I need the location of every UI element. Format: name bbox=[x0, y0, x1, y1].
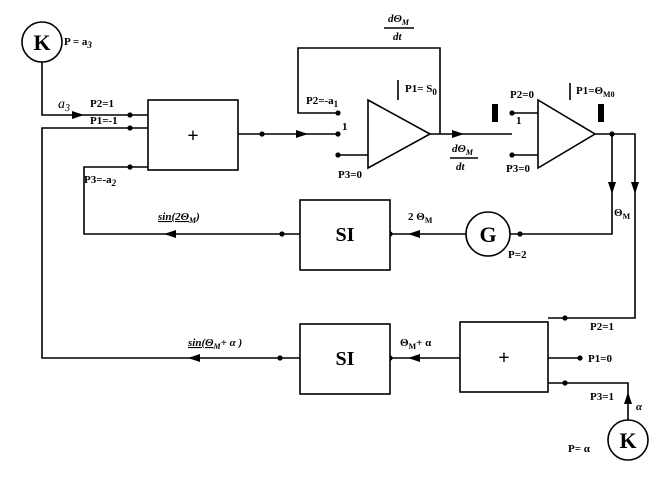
junction-dot bbox=[509, 152, 515, 158]
junction-dot bbox=[279, 231, 285, 237]
arrow-integ1-out bbox=[452, 130, 464, 138]
wire-integ1-feedback bbox=[297, 47, 441, 134]
g-symbol: G bbox=[479, 222, 496, 247]
sin2theta-label: sin(2ΘM) bbox=[157, 211, 200, 225]
sum1-p3-label: P3=-a2 bbox=[84, 174, 117, 188]
arrow-sum1-out bbox=[296, 130, 308, 138]
junction-dot bbox=[127, 164, 133, 170]
integ1-p2-label: P2=-a1 bbox=[306, 95, 339, 109]
g-block bbox=[465, 211, 511, 257]
junction-dot bbox=[127, 125, 133, 131]
junction-dot bbox=[609, 131, 615, 137]
si2-block bbox=[299, 323, 391, 395]
junction-dot bbox=[335, 131, 341, 137]
arrow-sin-theta-alpha bbox=[188, 354, 200, 362]
k-bottom-symbol: K bbox=[619, 428, 636, 453]
si1-block bbox=[299, 199, 391, 271]
integ2-pin-label: 1 bbox=[516, 115, 522, 127]
arrow-sum2-to-si2 bbox=[408, 354, 420, 362]
junction-dot bbox=[277, 355, 283, 361]
integ2-p3-label: P3=0 bbox=[506, 163, 530, 175]
k-bottom-block bbox=[607, 419, 649, 461]
wire-theta-to-g bbox=[510, 134, 613, 235]
two-theta-label: 2 ΘM bbox=[408, 211, 433, 225]
arrowheads bbox=[72, 111, 639, 404]
dtheta-fb-denominator: dt bbox=[393, 31, 403, 43]
ic-marker-1 bbox=[492, 104, 498, 122]
junction-dot bbox=[577, 355, 583, 361]
wire-integ2-output bbox=[548, 133, 636, 319]
sum1-block bbox=[147, 99, 239, 171]
ic-marker-2 bbox=[598, 104, 604, 122]
k-bottom-param: P= α bbox=[568, 443, 591, 455]
theta-alpha-label: ΘM+ α bbox=[400, 337, 432, 351]
wire-sin2theta-feedback bbox=[83, 166, 300, 235]
dtheta-mid-numerator: dΘM bbox=[452, 143, 474, 157]
junction-dot bbox=[335, 152, 341, 158]
integ1-p3-label: P3=0 bbox=[338, 169, 362, 181]
junction-dots bbox=[127, 110, 615, 386]
junction-dot bbox=[335, 110, 341, 116]
junction-dot bbox=[562, 315, 568, 321]
sum1-symbol: + bbox=[187, 125, 198, 147]
arrow-theta-down-2 bbox=[631, 182, 639, 194]
g-param: P=2 bbox=[508, 249, 527, 261]
integrator-2-block bbox=[537, 98, 597, 170]
sum2-p1-label: P1=0 bbox=[588, 353, 612, 365]
arrow-alpha-up bbox=[624, 392, 632, 404]
sin-theta-alpha-label: sin(ΘM+ α ) bbox=[187, 337, 242, 351]
alpha-input-label: α bbox=[636, 401, 643, 413]
junction-dot bbox=[517, 231, 523, 237]
k-top-symbol: K bbox=[33, 30, 50, 55]
junction-dot bbox=[259, 131, 265, 137]
arrow-theta-down bbox=[608, 182, 616, 194]
k-top-param: P = a3 bbox=[64, 36, 92, 50]
arrow-g-to-si1 bbox=[408, 230, 420, 238]
dtheta-fb-numerator: dΘM bbox=[388, 13, 410, 27]
sum2-p2-label: P2=1 bbox=[590, 321, 614, 333]
dtheta-mid-denominator: dt bbox=[456, 161, 466, 173]
integ1-pin-label: 1 bbox=[342, 121, 348, 133]
integrator-1-block bbox=[367, 98, 432, 170]
si1-symbol: SI bbox=[336, 224, 355, 246]
wire-k-to-sum1 bbox=[41, 62, 148, 116]
junction-dot bbox=[562, 380, 568, 386]
sum1-p1-label: P1=-1 bbox=[90, 115, 118, 127]
sum1-p2-label: P2=1 bbox=[90, 98, 114, 110]
k-top-block bbox=[21, 21, 63, 63]
wire-sin-theta-alpha-feedback bbox=[41, 127, 300, 359]
integ1-p1-label: P1= S0 bbox=[405, 83, 437, 97]
junction-dot bbox=[127, 112, 133, 118]
si2-symbol: SI bbox=[336, 348, 355, 370]
integ2-p2-label: P2=0 bbox=[510, 89, 534, 101]
arrow-a3 bbox=[72, 111, 84, 119]
a3-input-label: a3 bbox=[58, 97, 70, 114]
theta-out-label: ΘM bbox=[614, 207, 631, 221]
wire-alpha-to-sum2 bbox=[548, 382, 629, 420]
sum2-p3-label: P3=1 bbox=[590, 391, 614, 403]
sum2-symbol: + bbox=[498, 347, 509, 369]
sum2-block bbox=[459, 321, 549, 393]
junction-dot bbox=[509, 110, 515, 116]
integ2-p1-label: P1=ΘM0 bbox=[576, 85, 615, 99]
arrow-sin2theta bbox=[164, 230, 176, 238]
